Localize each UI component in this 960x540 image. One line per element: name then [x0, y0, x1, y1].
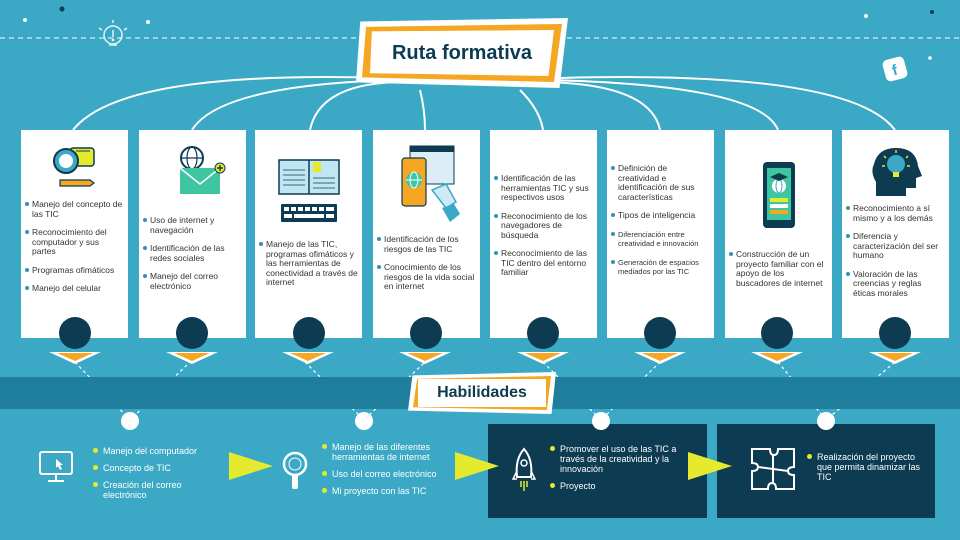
list-item: Manejo del correo electrónico [143, 271, 242, 291]
list-item: Reconocimiento de los navegadores de bús… [494, 211, 593, 241]
head-bulb-icon [842, 142, 949, 198]
list-item: Manejo del celular [25, 283, 124, 294]
pointer-triangle [166, 352, 218, 364]
step-marker [176, 317, 208, 349]
step-marker [761, 317, 793, 349]
rocket-icon [511, 447, 537, 491]
phone-graduation-icon [725, 160, 832, 232]
column-card-8: Reconocimiento a sí mismo y a los demás … [842, 130, 949, 338]
arrow-right-icon [455, 452, 499, 480]
computer-monitor-icon [39, 451, 73, 482]
column-card-1: Manejo del concepto de las TIC Reconocim… [21, 130, 128, 338]
arrow-right-icon [229, 452, 273, 480]
column-card-3: Manejo de las TIC, programas ofimáticos … [255, 130, 362, 338]
list-item: Identificación de las redes sociales [143, 243, 242, 263]
pointer-triangle [399, 352, 451, 364]
column-card-4: Identificación de los riesgos de las TIC… [373, 130, 480, 338]
list-item: Reconocimiento de las TIC dentro del ent… [494, 248, 593, 278]
facebook-icon: f [881, 55, 909, 83]
list-item: Uso de internet y navegación [143, 215, 242, 235]
arrow-right-icon [688, 452, 732, 480]
list-item: Diferenciación entre creatividad e innov… [611, 230, 710, 249]
skill-box-3 [488, 424, 707, 518]
column-card-7: Construcción de un proyecto familiar con… [725, 130, 832, 338]
connector-dot [817, 412, 835, 430]
skill-item: Realización del proyecto que permita din… [807, 452, 927, 482]
page-title: Ruta formativa [391, 41, 533, 64]
connector-dot [121, 412, 139, 430]
list-item: Reconocimiento del computador y sus part… [25, 227, 124, 257]
connector-dot [355, 412, 373, 430]
pointer-triangle [869, 352, 921, 364]
list-item: Identificación de los riesgos de las TIC [377, 234, 476, 254]
column-card-5: Identificación de las herramientas TIC y… [490, 130, 597, 338]
skill-item: Manejo del computador [93, 446, 218, 456]
list-item: Programas ofimáticos [25, 265, 124, 276]
step-marker [293, 317, 325, 349]
mobile-globe-hand-icon [373, 144, 480, 226]
globe-mail-icon [139, 146, 246, 196]
list-item: Manejo de las TIC, programas ofimáticos … [259, 239, 358, 288]
list-item: Definición de creatividad e identificaci… [611, 163, 710, 202]
list-item: Reconocimiento a sí mismo y a los demás [846, 203, 945, 223]
connector-dot [592, 412, 610, 430]
list-item: Conocimiento de los riesgos de la vida s… [377, 262, 476, 292]
list-item: Generación de espacios mediados por las … [611, 258, 710, 277]
skill-item: Mi proyecto con las TIC [322, 486, 452, 496]
magnifier-icon [282, 451, 308, 489]
skills-title-box: Habilidades [418, 379, 546, 407]
skill-item: Uso del correo electrónico [322, 469, 452, 479]
skill-item: Proyecto [550, 481, 685, 491]
chat-magnifier-icon [21, 144, 128, 190]
list-item: Identificación de las herramientas TIC y… [494, 173, 593, 203]
list-item: Construcción de un proyecto familiar con… [729, 249, 828, 288]
step-marker [410, 317, 442, 349]
pointer-triangle [634, 352, 686, 364]
puzzle-icon [751, 448, 795, 490]
step-marker [644, 317, 676, 349]
column-card-2: Uso de internet y navegación Identificac… [139, 130, 246, 338]
column-card-6: Definición de creatividad e identificaci… [607, 130, 714, 338]
book-keyboard-icon [255, 158, 362, 224]
pointer-triangle [49, 352, 101, 364]
svg-text:f: f [890, 61, 900, 79]
list-item: Diferencia y caracterización del ser hum… [846, 231, 945, 261]
title-box: Ruta formativa [370, 30, 554, 76]
pointer-triangle [751, 352, 803, 364]
list-item: Tipos de inteligencia [611, 210, 710, 221]
list-item: Manejo del concepto de las TIC [25, 199, 124, 219]
skill-item: Concepto de TIC [93, 463, 218, 473]
skill-item: Promover el uso de las TIC a través de l… [550, 444, 685, 474]
skills-title: Habilidades [437, 384, 527, 401]
pointer-triangle [282, 352, 334, 364]
skill-item: Manejo de las diferentes herramientas de… [322, 442, 452, 462]
skill-item: Creación del correo electrónico [93, 480, 218, 500]
step-marker [59, 317, 91, 349]
list-item: Valoración de las creencias y reglas éti… [846, 269, 945, 299]
step-marker [527, 317, 559, 349]
lightbulb-icon [98, 20, 128, 46]
step-marker [879, 317, 911, 349]
pointer-triangle [517, 352, 569, 364]
